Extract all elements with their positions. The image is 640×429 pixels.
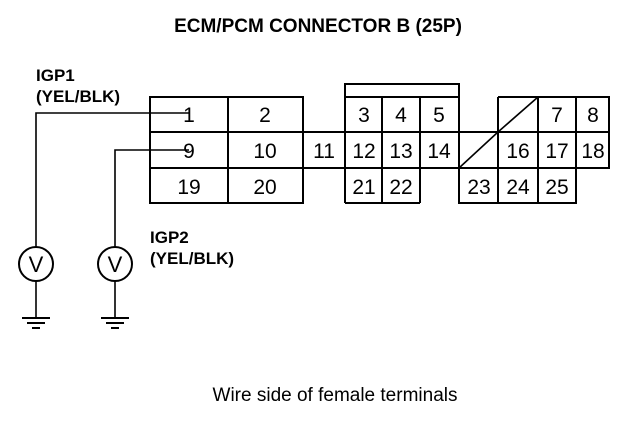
terminal-19: 19	[177, 176, 200, 199]
terminal-22: 22	[389, 176, 412, 199]
terminal-21: 21	[352, 176, 375, 199]
terminal-24: 24	[506, 176, 530, 199]
terminal-23: 23	[467, 176, 490, 199]
terminal-3: 3	[358, 104, 370, 127]
ground-2-icon	[101, 317, 129, 329]
terminal-8: 8	[587, 104, 599, 127]
connector-outline	[149, 83, 610, 204]
terminal-12: 12	[352, 140, 375, 163]
terminal-13: 13	[389, 140, 412, 163]
terminal-11: 11	[313, 140, 335, 163]
terminal-2: 2	[259, 104, 271, 127]
igp1-wire	[35, 112, 189, 247]
probe-igp1: IGP1 (YEL/BLK) V	[18, 66, 189, 329]
voltmeter-2-symbol: V	[108, 252, 123, 277]
igp1-label: IGP1	[36, 66, 75, 85]
terminal-1: 1	[183, 104, 195, 127]
terminal-numbers: 1 2 3 4 5 7 8 9 10 11 12 13 14 16 17 18 …	[177, 104, 604, 199]
igp2-wire-color: (YEL/BLK)	[150, 249, 234, 268]
terminal-17: 17	[545, 140, 568, 163]
terminal-16: 16	[506, 140, 529, 163]
voltmeter-1-symbol: V	[29, 252, 44, 277]
terminal-9: 9	[183, 140, 195, 163]
ground-1-icon	[22, 317, 50, 329]
igp2-wire	[114, 149, 189, 247]
terminal-4: 4	[395, 104, 407, 127]
terminal-14: 14	[427, 140, 451, 163]
diagram-caption: Wire side of female terminals	[213, 385, 458, 406]
terminal-20: 20	[253, 176, 276, 199]
igp1-wire-color: (YEL/BLK)	[36, 87, 120, 106]
diagram-title: ECM/PCM CONNECTOR B (25P)	[174, 16, 462, 37]
terminal-7: 7	[551, 104, 563, 127]
probe-igp2: V IGP2 (YEL/BLK)	[97, 149, 234, 329]
terminal-18: 18	[581, 140, 604, 163]
terminal-10: 10	[253, 140, 276, 163]
igp2-label: IGP2	[150, 228, 189, 247]
terminal-5: 5	[433, 104, 445, 127]
terminal-25: 25	[545, 176, 568, 199]
